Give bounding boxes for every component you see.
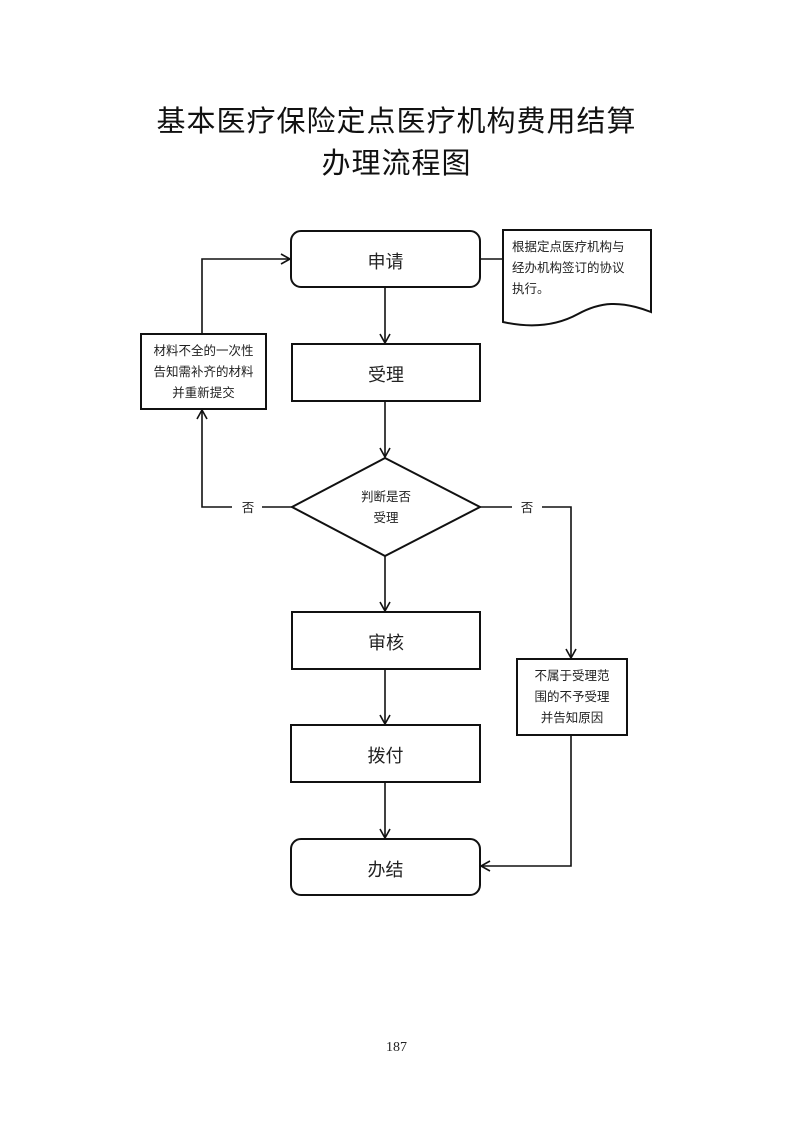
note-incomplete-line: 并重新提交 [172, 385, 235, 400]
note-agreement-line: 根据定点医疗机构与 [512, 239, 625, 254]
page-number: 187 [386, 1040, 407, 1055]
title-line-2: 办理流程图 [321, 146, 472, 180]
edge-decision-rejected-b [542, 506, 577, 660]
node-review: 审核 [368, 633, 404, 654]
node-apply: 申请 [367, 252, 404, 273]
note-incomplete-line: 告知需补齐的材料 [153, 364, 254, 379]
edge-label-no-left: 否 [241, 500, 255, 515]
note-agreement-shape [502, 229, 652, 327]
note-agreement-line: 执行。 [512, 281, 550, 296]
note-agreement: 根据定点医疗机构与 经办机构签订的协议 执行。 [512, 236, 647, 299]
node-pay: 拨付 [367, 746, 404, 767]
decision-line-2: 受理 [373, 510, 399, 525]
decision-line-1: 判断是否 [360, 489, 411, 504]
note-agreement-line: 经办机构签订的协议 [512, 260, 625, 275]
edge-label-no-right: 否 [520, 500, 534, 515]
note-rejected-line: 并告知原因 [540, 710, 604, 725]
note-incomplete-line: 材料不全的一次性 [153, 343, 254, 358]
title-line-1: 基本医疗保险定点医疗机构费用结算 [156, 104, 637, 138]
edge-decision-incomplete-b [196, 408, 232, 508]
note-rejected: 不属于受理范 围的不予受理 并告知原因 [517, 665, 627, 728]
node-decision: 判断是否 受理 [292, 486, 480, 528]
edge-rejected-done [479, 735, 572, 872]
node-done: 办结 [367, 860, 404, 881]
note-incomplete: 材料不全的一次性 告知需补齐的材料 并重新提交 [141, 340, 266, 403]
edge-incomplete-apply [201, 253, 292, 334]
node-accept: 受理 [368, 365, 404, 386]
note-rejected-line: 围的不予受理 [534, 689, 610, 704]
note-rejected-line: 不属于受理范 [534, 668, 610, 683]
